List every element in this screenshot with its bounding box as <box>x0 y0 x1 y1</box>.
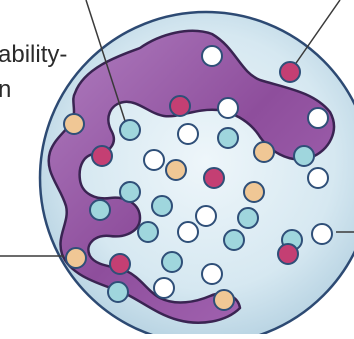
particle-cyan <box>108 282 128 302</box>
particle-magenta <box>280 62 300 82</box>
particle-white <box>178 124 198 144</box>
particle-cyan <box>120 120 140 140</box>
particle-white <box>202 46 222 66</box>
particle-white <box>202 264 222 284</box>
particle-cyan <box>120 182 140 202</box>
label-text-line2: n <box>0 75 11 104</box>
particle-magenta <box>278 244 298 264</box>
particle-cyan <box>224 230 244 250</box>
particle-magenta <box>110 254 130 274</box>
particle-white <box>218 98 238 118</box>
particle-tan <box>166 160 186 180</box>
particle-cyan <box>152 196 172 216</box>
particle-cyan <box>238 208 258 228</box>
particle-white <box>308 168 328 188</box>
particle-cyan <box>162 252 182 272</box>
particle-cyan <box>138 222 158 242</box>
particle-cyan <box>218 128 238 148</box>
particle-white <box>154 278 174 298</box>
particle-cyan <box>90 200 110 220</box>
particle-white <box>196 206 216 226</box>
particle-cyan <box>294 146 314 166</box>
particle-white <box>144 150 164 170</box>
particle-tan <box>254 142 274 162</box>
particle-magenta <box>92 146 112 166</box>
particle-white <box>178 222 198 242</box>
particle-tan <box>244 182 264 202</box>
particle-white <box>308 108 328 128</box>
particle-tan <box>214 290 234 310</box>
particle-white <box>312 224 332 244</box>
particle-magenta <box>170 96 190 116</box>
label-text-line1: ability- <box>0 40 67 69</box>
particle-magenta <box>204 168 224 188</box>
particle-tan <box>66 248 86 268</box>
particle-tan <box>64 114 84 134</box>
